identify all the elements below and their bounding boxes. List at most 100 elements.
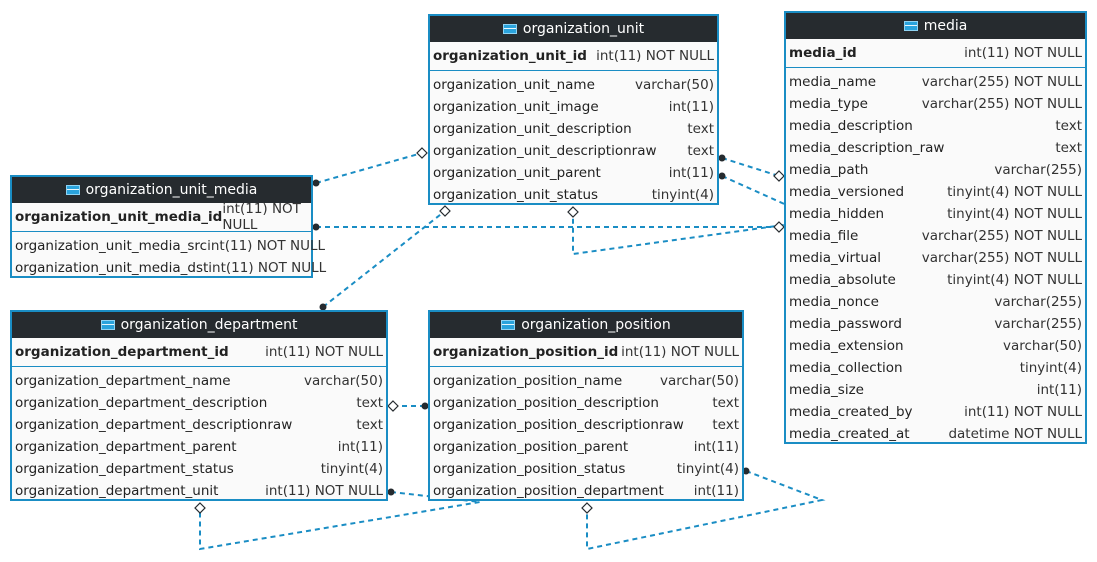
column-row[interactable]: media_type varchar(255) NOT NULL [786, 93, 1085, 115]
primary-key-row[interactable]: media_id int(11) NOT NULL [786, 39, 1085, 68]
column-name: media_hidden [789, 206, 885, 222]
table-organization-unit[interactable]: organization_unit organization_unit_id i… [428, 14, 719, 205]
column-type: varchar(255) NOT NULL [921, 96, 1082, 112]
column-name: organization_unit_id [433, 48, 587, 64]
column-type: tinyint(4) [320, 461, 383, 477]
column-row[interactable]: media_created_by int(11) NOT NULL [786, 401, 1085, 423]
column-name: media_password [789, 316, 902, 332]
column-row[interactable]: media_file varchar(255) NOT NULL [786, 225, 1085, 247]
column-name: media_versioned [789, 184, 905, 200]
column-name: media_id [789, 45, 857, 61]
column-name: organization_unit_parent [433, 165, 601, 181]
column-type: varchar(50) [634, 77, 714, 93]
table-header[interactable]: organization_position [430, 312, 742, 338]
column-row[interactable]: organization_position_description text [430, 392, 742, 414]
column-name: media_virtual [789, 250, 881, 266]
column-type: text [712, 395, 739, 411]
relation-department-to-unit [322, 210, 446, 308]
relation-unit-media-to-unit [315, 152, 423, 184]
table-header[interactable]: media [786, 13, 1085, 39]
column-type: tinyint(4) [651, 187, 714, 203]
column-name: organization_unit_status [433, 187, 599, 203]
primary-key-row[interactable]: organization_unit_id int(11) NOT NULL [430, 42, 717, 71]
table-title: organization_department [120, 317, 298, 333]
column-name: organization_unit_image [433, 99, 599, 115]
column-type: tinyint(4) [676, 461, 739, 477]
column-type: varchar(50) [303, 373, 383, 389]
relation-end-dot [387, 488, 395, 496]
column-type: int(11) [1036, 382, 1082, 398]
column-name: organization_position_department [433, 483, 664, 499]
column-name: organization_unit_media_id [15, 209, 223, 225]
column-type: datetime NOT NULL [948, 426, 1082, 442]
relation-position-self-parent [586, 470, 826, 551]
table-header[interactable]: organization_unit_media [12, 177, 311, 203]
column-name: organization_position_status [433, 461, 626, 477]
column-row[interactable]: media_created_at datetime NOT NULL [786, 423, 1085, 445]
primary-key-row[interactable]: organization_department_id int(11) NOT N… [12, 338, 386, 367]
table-header[interactable]: organization_unit [430, 16, 717, 42]
column-row[interactable]: organization_position_status tinyint(4) [430, 458, 742, 480]
column-name: media_created_at [789, 426, 910, 442]
column-row[interactable]: media_nonce varchar(255) [786, 291, 1085, 313]
column-row[interactable]: organization_department_name varchar(50) [12, 370, 386, 392]
table-media[interactable]: media media_id int(11) NOT NULL media_na… [784, 11, 1087, 444]
column-type: int(11) [337, 439, 383, 455]
column-name: organization_department_name [15, 373, 231, 389]
column-type: text [1055, 140, 1082, 156]
column-type: int(11) NOT NULL [964, 404, 1082, 420]
relation-end-dot [718, 172, 726, 180]
column-name: organization_department_parent [15, 439, 237, 455]
column-row[interactable]: organization_department_parent int(11) [12, 436, 386, 458]
primary-key-row[interactable]: organization_position_id int(11) NOT NUL… [430, 338, 742, 367]
table-organization-unit-media[interactable]: organization_unit_media organization_uni… [10, 175, 326, 279]
column-name: organization_unit_media_src [15, 238, 208, 254]
relation-end-diamond [387, 400, 399, 412]
column-name: media_file [789, 228, 859, 244]
column-type: varchar(255) [994, 162, 1082, 178]
column-row[interactable]: media_password varchar(255) [786, 313, 1085, 335]
table-icon [501, 320, 516, 330]
column-name: media_created_by [789, 404, 913, 420]
column-name: media_type [789, 96, 868, 112]
relation-end-diamond [194, 502, 206, 514]
column-name: organization_position_description [433, 395, 659, 411]
column-name: organization_department_description [15, 395, 268, 411]
table-icon [903, 21, 918, 31]
table-organization-department[interactable]: organization_department organization_dep… [10, 310, 388, 501]
table-header[interactable]: organization_department [12, 312, 386, 338]
column-type: varchar(255) NOT NULL [921, 228, 1082, 244]
primary-key-row[interactable]: organization_unit_media_id int(11) NOT N… [12, 201, 311, 233]
table-organization-position[interactable]: organization_position organization_posit… [428, 310, 744, 501]
column-type: varchar(255) [994, 294, 1082, 310]
column-name: media_nonce [789, 294, 879, 310]
column-row[interactable]: organization_unit_status tinyint(4) [430, 184, 717, 206]
column-type: varchar(255) [994, 316, 1082, 332]
